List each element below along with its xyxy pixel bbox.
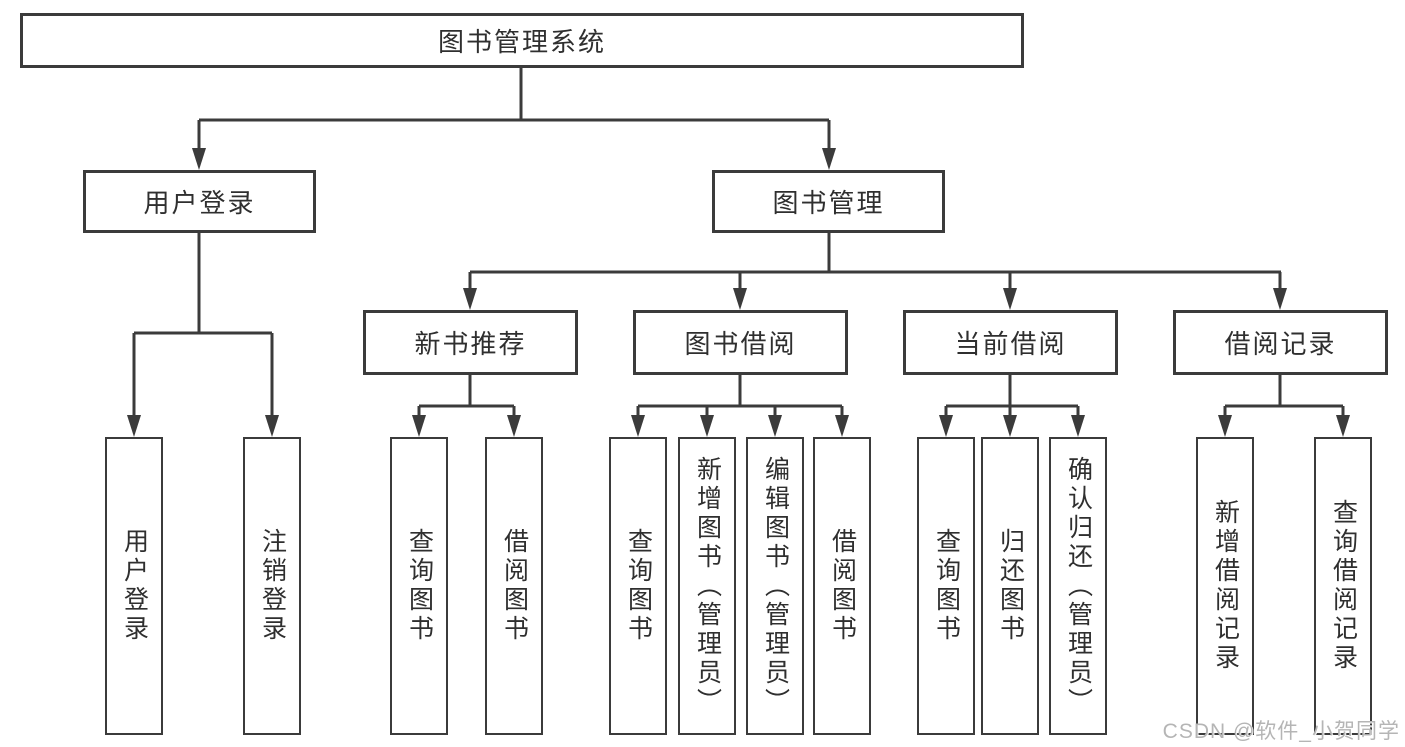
node-leaf-borrow-books-1: 借阅图书 [485, 437, 543, 735]
node-leaf-query-borrow-record: 查询借阅记录 [1314, 437, 1372, 735]
leaf-label: 确认归还（管理员） [1064, 455, 1093, 717]
leaf-label: 归还图书 [996, 528, 1025, 644]
leaf-label: 查询图书 [932, 528, 961, 644]
leaf-label: 新增借阅记录 [1211, 499, 1240, 673]
leaf-label: 借阅图书 [828, 528, 857, 644]
leaf-label: 注销登录 [258, 528, 287, 644]
node-leaf-borrow-books-2: 借阅图书 [813, 437, 871, 735]
connector-bookmgmt-to-level3 [463, 233, 1287, 310]
connector-newbook-to-leaves [412, 375, 521, 437]
connector-borrow-to-leaves [631, 375, 849, 437]
node-leaf-query-books-1: 查询图书 [390, 437, 448, 735]
node-leaf-logout: 注销登录 [243, 437, 301, 735]
leaf-label: 借阅图书 [500, 528, 529, 644]
node-leaf-add-borrow-record: 新增借阅记录 [1196, 437, 1254, 735]
connector-userlogin-to-leaves [127, 233, 279, 437]
node-library-system: 图书管理系统 [20, 13, 1024, 68]
node-new-book-recommend: 新书推荐 [363, 310, 578, 375]
node-leaf-return-books: 归还图书 [981, 437, 1039, 735]
node-current-borrowing: 当前借阅 [903, 310, 1118, 375]
node-leaf-query-books-2: 查询图书 [609, 437, 667, 735]
node-leaf-add-books-admin: 新增图书（管理员） [678, 437, 736, 735]
leaf-label: 查询图书 [624, 528, 653, 644]
node-book-management: 图书管理 [712, 170, 945, 233]
node-leaf-query-books-3: 查询图书 [917, 437, 975, 735]
leaf-label: 查询借阅记录 [1329, 499, 1358, 673]
leaf-label: 用户登录 [120, 528, 149, 644]
node-leaf-confirm-return-admin: 确认归还（管理员） [1049, 437, 1107, 735]
node-leaf-user-login: 用户登录 [105, 437, 163, 735]
connector-current-to-leaves [939, 375, 1085, 437]
csdn-watermark: CSDN @软件_小贺同学 [1162, 720, 1400, 743]
node-borrowing-records: 借阅记录 [1173, 310, 1388, 375]
node-leaf-edit-books-admin: 编辑图书（管理员） [746, 437, 804, 735]
leaf-label: 编辑图书（管理员） [761, 455, 790, 717]
node-book-borrowing: 图书借阅 [633, 310, 848, 375]
leaf-label: 查询图书 [405, 528, 434, 644]
connector-root-to-level2 [192, 68, 836, 170]
connector-records-to-leaves [1218, 375, 1350, 437]
leaf-label: 新增图书（管理员） [693, 455, 722, 717]
node-user-login: 用户登录 [83, 170, 316, 233]
